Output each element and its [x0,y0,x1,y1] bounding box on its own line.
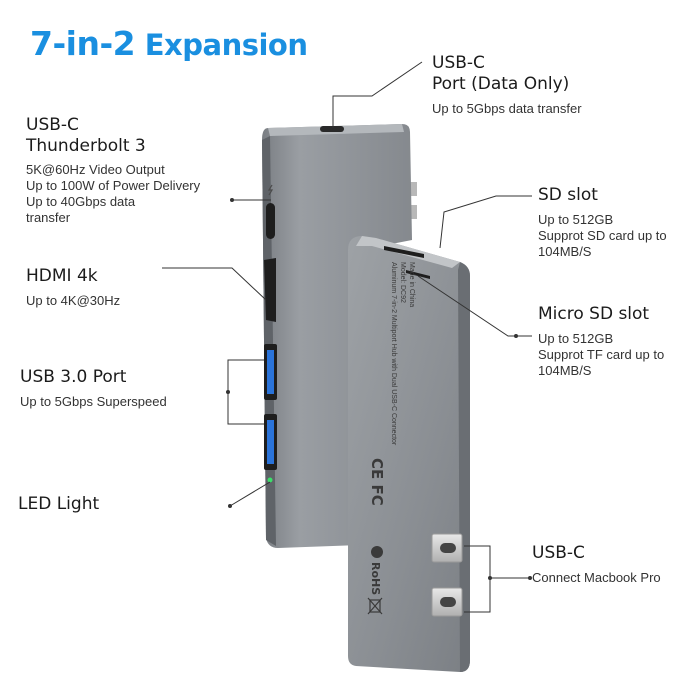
usbc-data-heading-2: Port (Data Only) [432,74,570,94]
page-title: 7-in-2 Expansion [30,24,308,63]
device-print: Aluminum 7-in-2 Multiport Hub with Dual … [390,262,415,446]
cert-marks: CE FC [368,458,386,506]
sd-heading: SD slot [538,185,598,205]
device-print-line-2: Model: DC92 [399,262,406,303]
usbc-connect-desc: Connect Macbook Pro [532,570,661,585]
device-print-line-1: Aluminum 7-in-2 Multiport Hub with Dual … [390,262,397,446]
hub-back-unit [262,124,412,548]
microsd-callout [417,275,532,337]
recycle-icon [371,546,383,558]
ce-fc-mark: CE FC [368,458,386,506]
hdmi-heading: HDMI 4k [26,266,98,286]
thunderbolt-heading-1: USB-C [26,115,79,135]
sd-desc-3: 104MB/S [538,244,592,259]
title-highlight: 7-in-2 [30,24,136,63]
hdmi-desc: Up to 4K@30Hz [26,293,121,308]
usbc-data-heading-1: USB-C [432,53,485,73]
weee-icon [367,597,383,615]
usbc-data-port [320,126,344,132]
hub-front-unit [348,236,470,672]
led-light [267,477,273,483]
usb3-desc: Up to 5Gbps Superspeed [20,394,167,409]
sd-desc-2: Supprot SD card up to [538,228,667,243]
rohs-mark: RoHS [369,546,383,595]
usbc-data-callout [332,61,423,128]
title-rest: Expansion [144,28,308,62]
usb3-port-2-tongue [267,420,274,464]
thunderbolt-desc-4: transfer [26,210,71,225]
thunderbolt-icon [267,184,274,196]
device-print-line-3: Made in China [408,262,415,307]
thunderbolt-desc-3: Up to 40Gbps data [26,194,136,209]
sd-slot [384,246,424,258]
hdmi-port [264,258,276,322]
microsd-desc-2: Supprot TF card up to [538,347,665,362]
usb3-port-1-tongue [267,350,274,394]
callout-dots [226,198,532,580]
thunderbolt-port [266,203,275,239]
led-heading: LED Light [18,494,100,514]
thunderbolt-desc-2: Up to 100W of Power Delivery [26,178,201,193]
microsd-heading: Micro SD slot [538,304,650,324]
thunderbolt-heading-2: Thunderbolt 3 [26,136,146,156]
hdmi-callout [162,267,267,301]
microsd-slot [406,270,430,279]
thunderbolt-desc-1: 5K@60Hz Video Output [26,162,165,177]
sd-desc-1: Up to 512GB [538,212,614,227]
microsd-desc-1: Up to 512GB [538,331,614,346]
usbc-connect-heading: USB-C [532,543,585,563]
usbc-data-desc: Up to 5Gbps data transfer [432,101,582,116]
sd-callout [439,195,532,249]
microsd-desc-3: 104MB/S [538,363,592,378]
usb3-callout [227,359,264,425]
led-callout [229,481,271,507]
usb3-heading: USB 3.0 Port [20,367,127,387]
rohs-text: RoHS [369,562,382,595]
